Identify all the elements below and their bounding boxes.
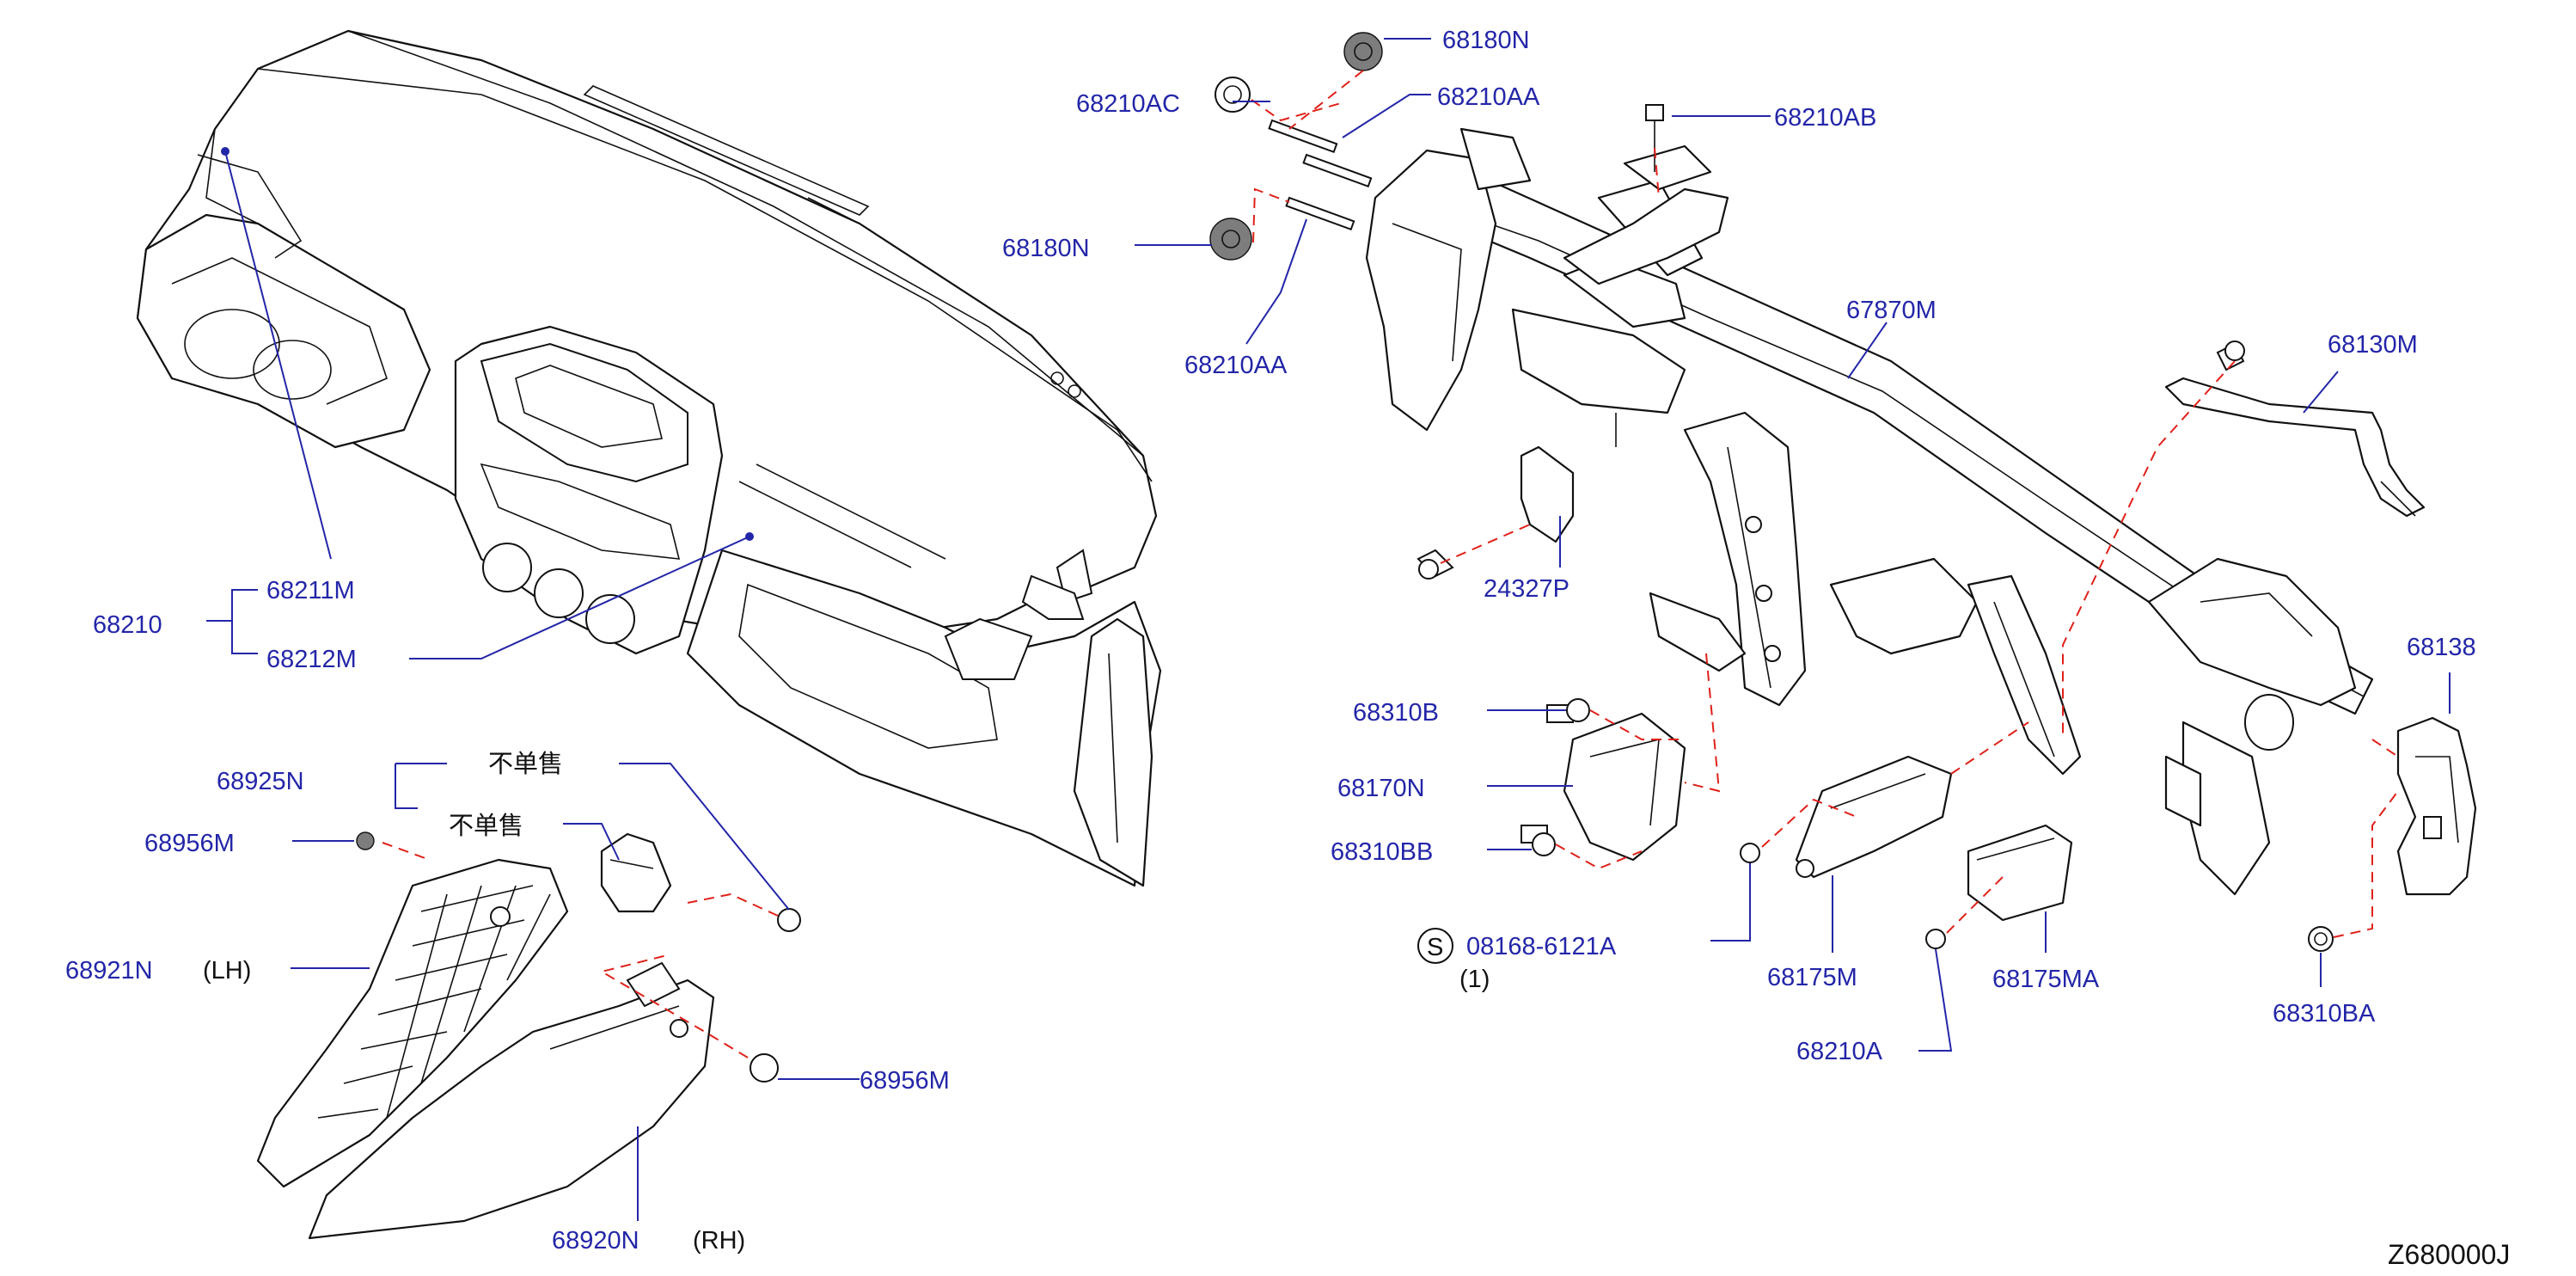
label-68921n: 68921N	[65, 957, 153, 985]
label-68180n-mid: 68180N	[1002, 235, 1090, 262]
label-68212m: 68212M	[266, 646, 357, 673]
label-not-sold-separately-2: 不单售	[449, 811, 523, 840]
bracket-68170n-drawing	[1521, 704, 1686, 862]
label-68170n: 68170N	[1337, 775, 1425, 802]
bracket-24327p-drawing	[1416, 445, 1575, 578]
label-68210a: 68210A	[1796, 1038, 1883, 1065]
label-68210aa-low: 68210AA	[1184, 352, 1288, 379]
label-68956m-left: 68956M	[144, 830, 235, 857]
bracket-68130m-drawing	[2164, 342, 2426, 518]
steering-member-drawing	[1365, 127, 2374, 896]
label-68310ba: 68310BA	[2273, 1000, 2376, 1028]
label-not-sold-separately-1: 不单售	[488, 749, 563, 778]
instrument-panel-drawing	[136, 29, 1162, 887]
bracket-68175m-drawing	[1795, 755, 1953, 879]
lower-panel-rh-drawing	[308, 832, 715, 1240]
label-68175m: 68175M	[1767, 964, 1857, 991]
label-68210ab: 68210AB	[1774, 104, 1876, 132]
label-68130m: 68130M	[2328, 331, 2418, 359]
label-08168-6121a: 08168-6121A	[1466, 933, 1617, 960]
label-68210aa-top: 68210AA	[1437, 83, 1540, 111]
fasteners-drawing	[356, 32, 2334, 1083]
part-labels: 68180N 68210AC 68210AA 68210AB 68180N 68…	[65, 27, 2510, 1270]
bracket-68175ma-drawing	[1967, 824, 2073, 922]
label-68211m: 68211M	[266, 577, 355, 604]
label-68920n: 68920N	[552, 1227, 639, 1255]
label-68180n-top: 68180N	[1442, 27, 1530, 54]
label-24327p: 24327P	[1484, 575, 1569, 603]
standard-part-letter: S	[1427, 934, 1443, 961]
label-68310bb: 68310BB	[1331, 838, 1433, 866]
leader-lines	[206, 38, 2451, 1221]
label-68210: 68210	[93, 611, 162, 639]
label-lh: (LH)	[203, 957, 251, 985]
label-68138: 68138	[2407, 634, 2476, 661]
label-67870m: 67870M	[1846, 297, 1937, 324]
lower-panel-lh-drawing	[256, 858, 569, 1188]
standard-part-symbol	[1417, 928, 1453, 964]
bracket-68138-drawing	[2396, 716, 2477, 896]
label-68175ma: 68175MA	[1992, 966, 2100, 993]
label-68210ac: 68210AC	[1076, 90, 1180, 118]
label-rh: (RH)	[693, 1227, 745, 1255]
label-68925n: 68925N	[217, 768, 304, 795]
diagram-code: Z680000J	[2388, 1239, 2510, 1270]
label-68956m-right: 68956M	[860, 1067, 950, 1095]
label-08168-quantity: (1)	[1459, 966, 1490, 993]
assembly-lines	[382, 70, 2399, 1058]
label-68310b: 68310B	[1353, 699, 1439, 727]
